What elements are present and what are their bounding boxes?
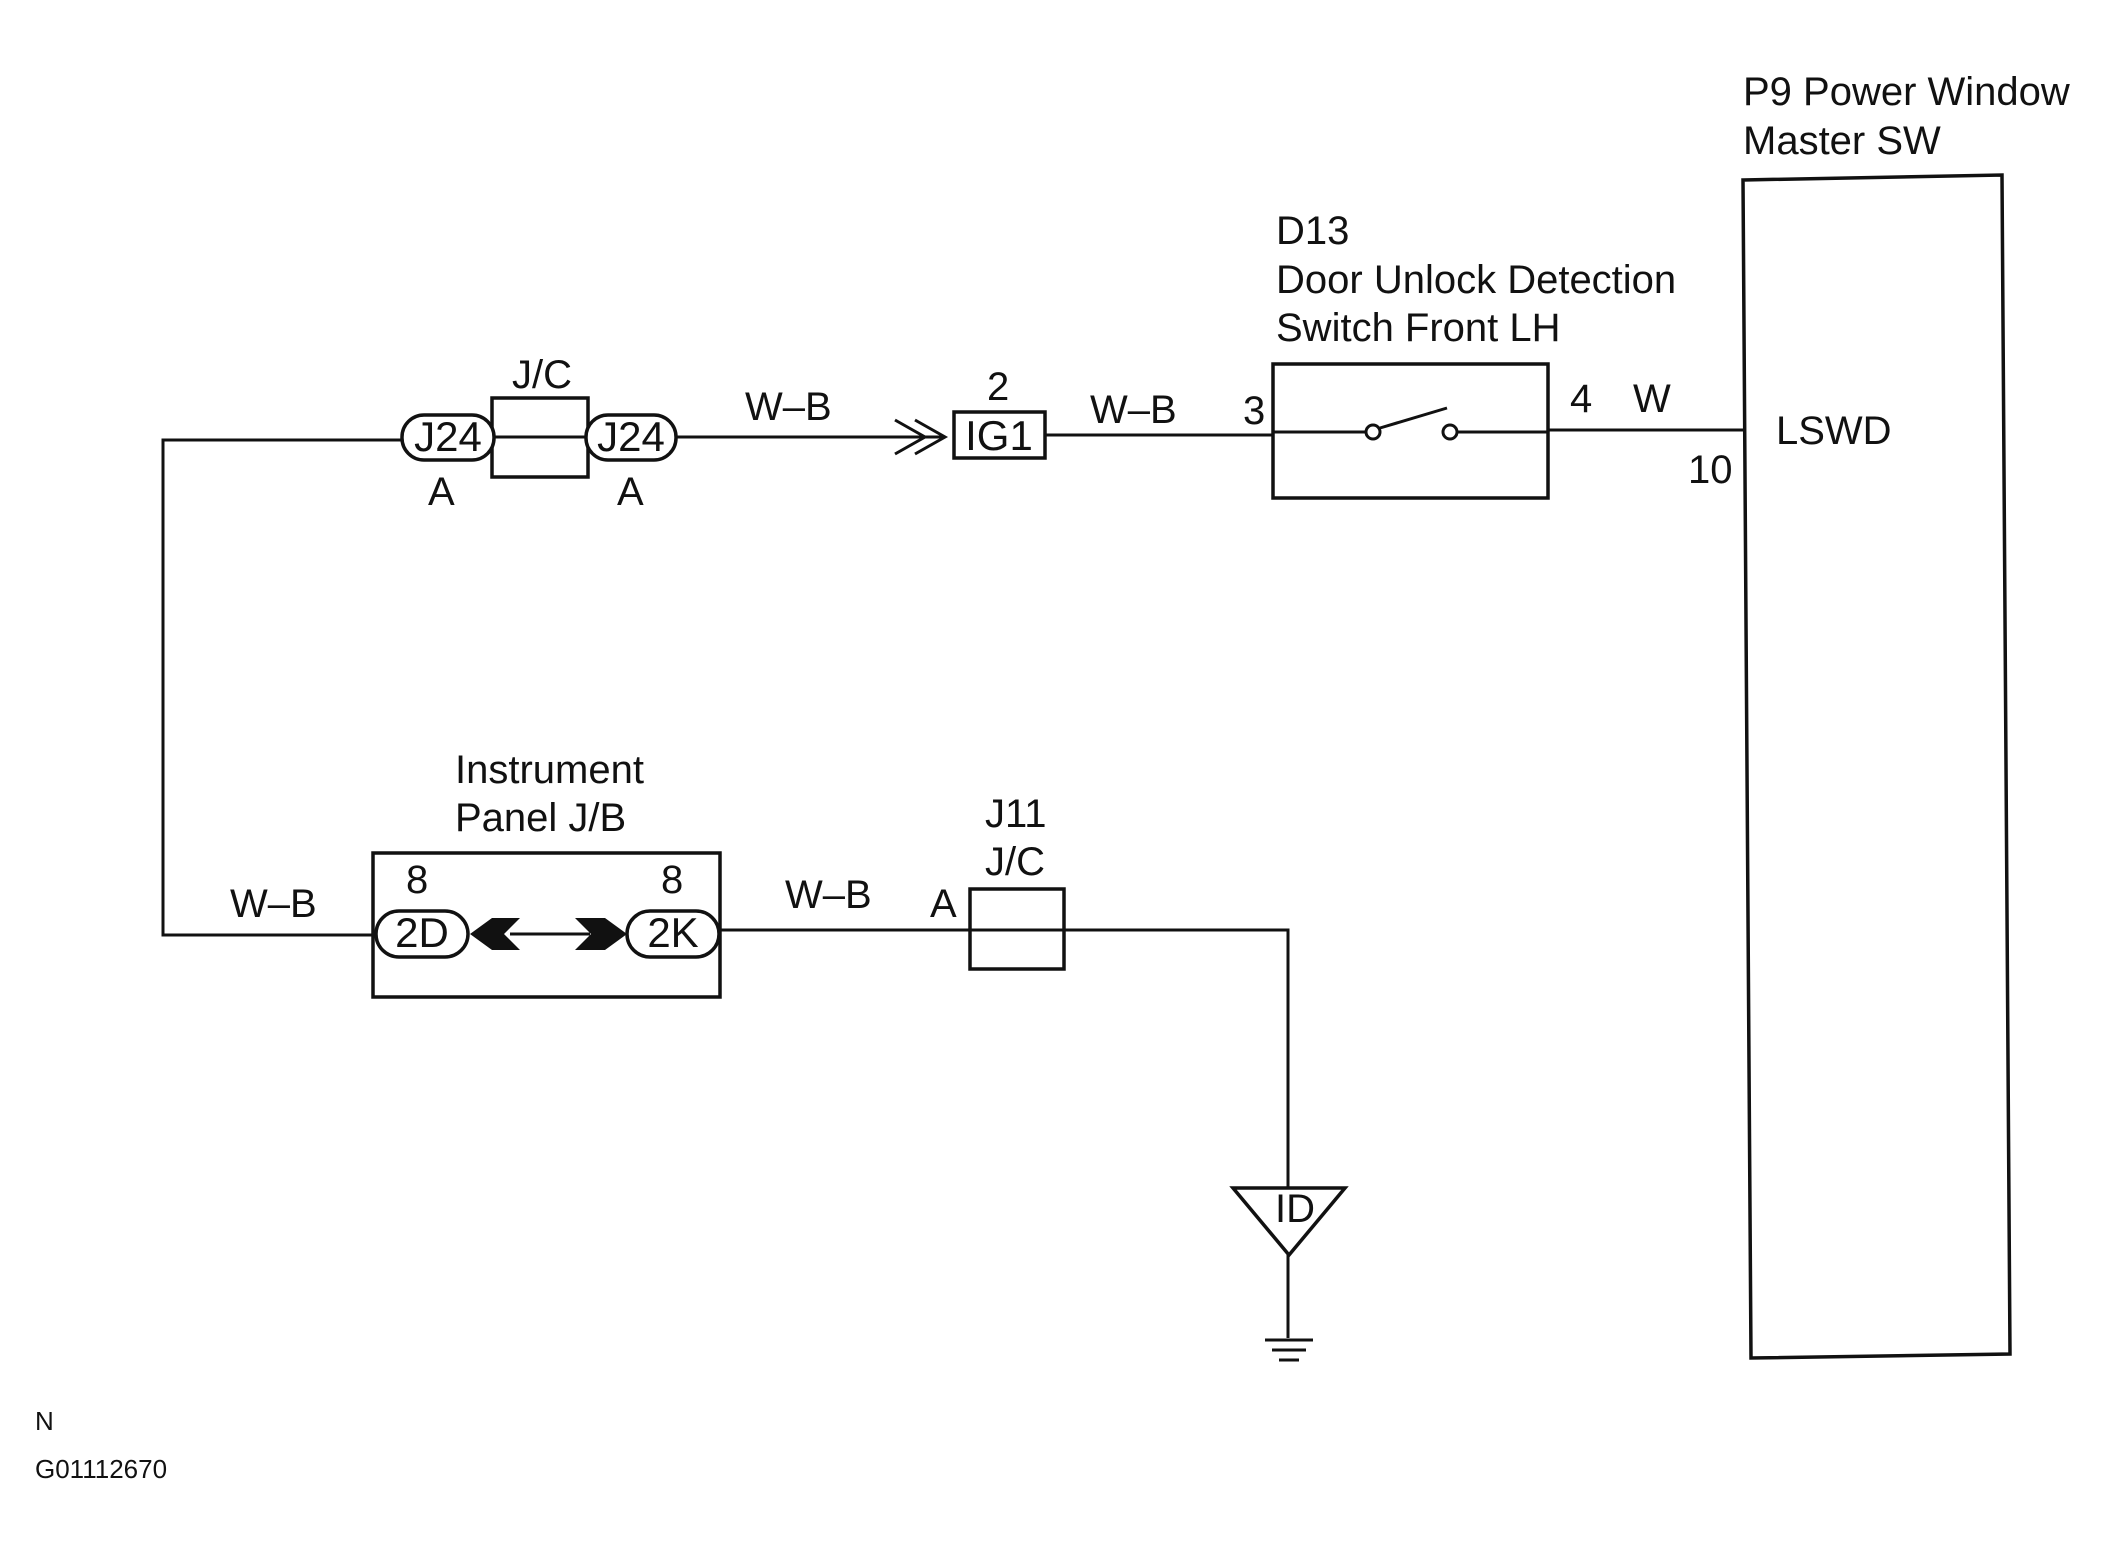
footer-code-letter: N — [35, 1406, 54, 1436]
p9-title-line2: Master SW — [1743, 119, 1941, 163]
d13-switch-lever — [1379, 406, 1448, 430]
j24-right-label: J24 — [597, 413, 665, 460]
junction-j11: J11 J/C A — [930, 792, 1066, 971]
wire-label-switch-to-master: W — [1633, 377, 1671, 421]
junction-top: J/C J24 J24 A A — [400, 353, 678, 514]
d13-pin-in: 3 — [1243, 389, 1265, 433]
d13-contact-left — [1364, 423, 1382, 441]
ig1-chevron-outer — [894, 418, 929, 456]
j24-left-pin: A — [428, 470, 455, 514]
ground-label: ID — [1275, 1187, 1315, 1231]
connector-2d — [374, 909, 470, 959]
d13-title-line2: Switch Front LH — [1276, 306, 1561, 350]
ig1-connector: IG1 2 — [894, 365, 1047, 460]
jc-top-label: J/C — [512, 353, 572, 397]
wire-label-left-vertical: W–B — [230, 882, 317, 926]
jb-arrow-right — [575, 918, 627, 950]
jb-arrow-left — [470, 918, 520, 950]
instrument-panel-jb: Instrument Panel J/B 2D 2K 8 8 — [371, 748, 722, 999]
wire-jb-to-ground — [718, 928, 1290, 1188]
connector-2k-label: 2K — [647, 909, 698, 956]
p9-title-line1: P9 Power Window — [1743, 70, 2070, 114]
p9-pin: 10 — [1688, 448, 1733, 492]
ground-point: ID — [1229, 1186, 1349, 1362]
jb-title-line1: Instrument — [455, 748, 644, 792]
ground-triangle — [1229, 1186, 1349, 1258]
wire-label-ig1-to-switch: W–B — [1090, 388, 1177, 432]
j24-right-pin: A — [617, 470, 644, 514]
ig1-pin: 2 — [987, 365, 1009, 409]
power-window-master: P9 Power Window Master SW LSWD 10 — [1688, 70, 2070, 1360]
d13-title-line1: Door Unlock Detection — [1276, 258, 1676, 302]
d13-pin-out: 4 — [1570, 377, 1592, 421]
wires — [161, 428, 1745, 1338]
ig1-chevron-inner — [914, 418, 949, 456]
jb-left-pin: 8 — [406, 858, 428, 902]
j24-right-connector — [584, 413, 678, 462]
p9-box — [1741, 173, 2012, 1360]
footer-figure-id: G01112670 — [35, 1454, 167, 1484]
p9-terminal-name: LSWD — [1776, 409, 1892, 453]
jb-title-line2: Panel J/B — [455, 796, 626, 840]
ig1-label: IG1 — [965, 412, 1033, 459]
connector-2d-label: 2D — [395, 909, 449, 956]
jb-right-pin: 8 — [661, 858, 683, 902]
ig1-box — [952, 410, 1047, 460]
door-unlock-switch: D13 Door Unlock Detection Switch Front L… — [1243, 209, 1676, 500]
d13-code: D13 — [1276, 209, 1349, 253]
j11-label: J/C — [985, 840, 1045, 884]
j24-left-label: J24 — [414, 413, 482, 460]
j11-pin: A — [930, 882, 957, 926]
wire-left-loop — [161, 438, 405, 937]
j11-code: J11 — [985, 792, 1047, 836]
wire-label-jc-to-ig1: W–B — [745, 385, 832, 429]
wire-label-jb-to-j11: W–B — [785, 873, 872, 917]
j24-left-connector — [400, 413, 496, 462]
